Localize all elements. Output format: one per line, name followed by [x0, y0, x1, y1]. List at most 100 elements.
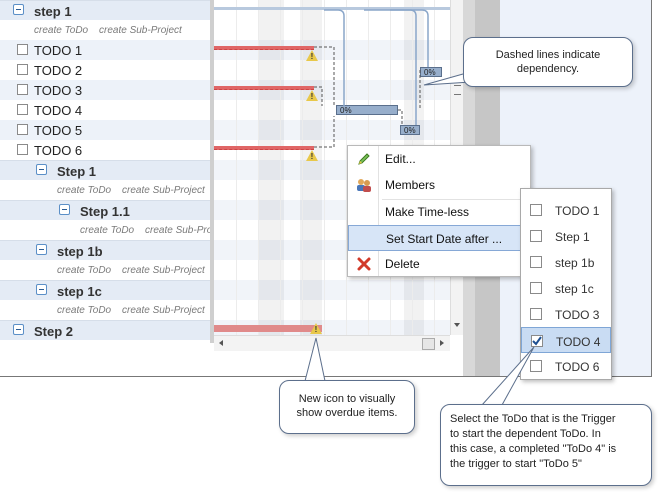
menu-item-label: Members — [385, 178, 436, 192]
todo-checkbox[interactable] — [17, 64, 28, 75]
create-sub-project-link[interactable]: create Sub-Project — [122, 265, 205, 276]
todo-checkbox[interactable] — [17, 144, 28, 155]
collapse-icon[interactable] — [36, 244, 47, 255]
create-links-row: create ToDo create Sub-Project — [0, 300, 210, 320]
create-sub-project-link[interactable]: create Sub-Project — [122, 305, 205, 316]
create-links-row: create ToDo create Sub-Project — [0, 20, 210, 40]
list-item-checkbox[interactable] — [530, 308, 542, 320]
collapse-icon[interactable] — [13, 324, 24, 335]
list-item-checkbox[interactable] — [530, 256, 542, 268]
group-label: step 1b — [57, 244, 103, 259]
group-label: Step 1 — [57, 164, 97, 179]
collapse-icon[interactable] — [13, 4, 24, 15]
context-menu: Edit... Members Make Time-less Set Start… — [347, 145, 531, 277]
dependency-line — [314, 86, 323, 106]
trigger-callout: Select the ToDo that is the Trigger to s… — [440, 404, 652, 486]
callout-text: Select the ToDo that is the Trigger — [450, 413, 616, 425]
callout-text: this case, a completed "ToDo 4" is — [450, 443, 617, 455]
list-item-label: TODO 4 — [556, 335, 601, 349]
horizontal-scrollbar[interactable] — [214, 335, 450, 351]
gantt-row — [214, 120, 450, 140]
grid-line — [346, 0, 347, 335]
dependency-lines — [314, 9, 429, 148]
menu-item-members[interactable]: Members — [348, 172, 530, 198]
list-item-checkbox-checked[interactable] — [531, 335, 543, 347]
todo-5-bar[interactable]: 0% — [400, 125, 420, 135]
create-todo-link[interactable]: create ToDo — [57, 265, 112, 276]
collapse-icon[interactable] — [36, 164, 47, 175]
group-row[interactable]: step 1c — [0, 280, 210, 300]
scroll-right-arrow[interactable] — [440, 340, 444, 346]
todo-row[interactable]: TODO 2 — [0, 60, 210, 80]
list-item-label: TODO 3 — [555, 308, 600, 322]
group-label: step 1 — [34, 4, 72, 19]
grid-line — [280, 0, 281, 335]
todo-checkbox[interactable] — [17, 84, 28, 95]
dependency-callout: Dashed lines indicate dependency. — [463, 37, 633, 87]
menu-item-delete[interactable]: Delete — [348, 251, 530, 277]
overdue-warning-icon — [310, 323, 322, 334]
list-item-checkbox[interactable] — [530, 204, 542, 216]
create-todo-link[interactable]: create ToDo — [57, 185, 112, 196]
todo-checkbox[interactable] — [17, 124, 28, 135]
todo-checkbox[interactable] — [17, 44, 28, 55]
group-row[interactable]: Step 1.1 — [0, 200, 210, 220]
scroll-left-arrow[interactable] — [219, 340, 223, 346]
list-item[interactable]: Step 1 — [521, 223, 611, 249]
list-item[interactable]: TODO 3 — [521, 301, 611, 327]
todo-label: TODO 4 — [34, 103, 83, 118]
menu-item-edit[interactable]: Edit... — [348, 146, 530, 172]
menu-item-make-time-less[interactable]: Make Time-less — [348, 199, 530, 225]
todo-row[interactable]: TODO 4 — [0, 100, 210, 120]
callout-text: to start the dependent ToDo. In — [450, 428, 601, 440]
list-item[interactable]: TODO 6 — [521, 353, 611, 379]
collapse-icon[interactable] — [59, 204, 70, 215]
collapse-icon[interactable] — [36, 284, 47, 295]
group-label: step 1c — [57, 284, 102, 299]
todo-row[interactable]: TODO 6 — [0, 140, 210, 160]
grid-line — [302, 0, 303, 335]
scroll-thumb[interactable] — [422, 338, 435, 350]
list-item-label: step 1b — [555, 256, 595, 270]
pane-splitter[interactable] — [210, 0, 214, 343]
group-row[interactable]: Step 1 — [0, 160, 210, 180]
project-tree: step 1 create ToDo create Sub-Project TO… — [0, 0, 220, 343]
create-sub-project-link[interactable]: create Sub-Project — [122, 185, 205, 196]
scroll-thumb-grip[interactable] — [454, 85, 461, 95]
todo-row[interactable]: TODO 3 — [0, 80, 210, 100]
group-row[interactable]: step 1b — [0, 240, 210, 260]
create-todo-link[interactable]: create ToDo — [80, 225, 135, 236]
todo-4-bar[interactable]: 0% — [336, 105, 398, 115]
group-row[interactable]: step 1 — [0, 0, 210, 20]
create-todo-link[interactable]: create ToDo — [34, 25, 89, 36]
trigger-callout-pointer — [481, 346, 535, 406]
overdue-line — [214, 86, 314, 90]
create-links-row: create ToDo create Sub-Project — [0, 180, 210, 200]
create-sub-project-link[interactable]: create Sub-Project — [99, 25, 182, 36]
list-item[interactable]: TODO 4 — [521, 327, 611, 353]
gantt-row — [214, 80, 450, 100]
list-item[interactable]: step 1b — [521, 249, 611, 275]
create-todo-link[interactable]: create ToDo — [57, 305, 112, 316]
todo-row[interactable]: TODO 1 — [0, 40, 210, 60]
todo-row[interactable]: TODO 5 — [0, 120, 210, 140]
checkmark-icon — [532, 336, 542, 346]
todo-selector-list: TODO 1 Step 1 step 1b step 1c TODO 3 TOD… — [520, 188, 612, 380]
list-item-checkbox[interactable] — [530, 230, 542, 242]
list-item[interactable]: step 1c — [521, 275, 611, 301]
grid-line — [258, 0, 259, 335]
list-item-checkbox[interactable] — [530, 282, 542, 294]
create-links-row: create ToDo create Sub-Project — [0, 260, 210, 280]
todo-checkbox[interactable] — [17, 104, 28, 115]
menu-item-label: Edit... — [385, 152, 416, 166]
group-row[interactable]: Step 2 — [0, 320, 210, 340]
list-item-checkbox[interactable] — [530, 360, 542, 372]
create-sub-project-link[interactable]: create Sub-Proje — [145, 225, 221, 236]
menu-item-set-start-date-after[interactable]: Set Start Date after ... — [348, 225, 530, 251]
menu-icon-gutter — [378, 146, 379, 276]
group-connector — [324, 9, 345, 106]
list-item-label: Step 1 — [555, 230, 590, 244]
list-item[interactable]: TODO 1 — [521, 197, 611, 223]
scroll-down-arrow[interactable] — [454, 323, 460, 327]
group-summary-bar — [214, 7, 450, 10]
